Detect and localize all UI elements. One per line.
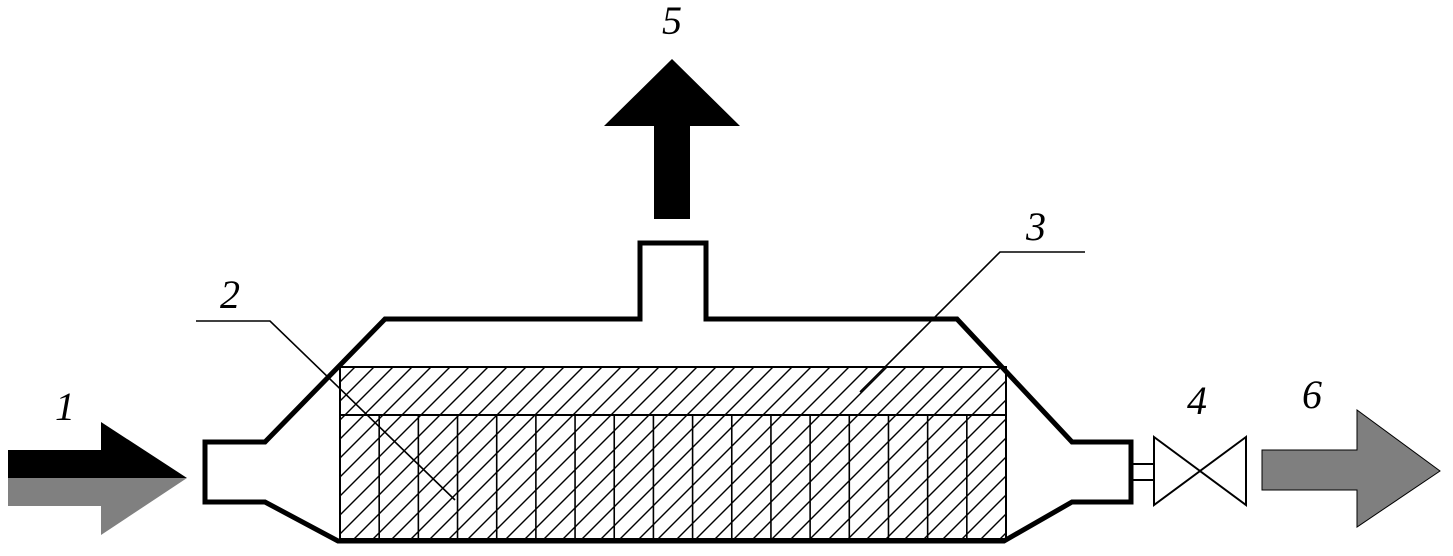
permeate-arrow xyxy=(604,59,740,219)
membrane-module xyxy=(339,366,1007,540)
membrane-layer xyxy=(339,366,1007,416)
label-6: 6 xyxy=(1302,372,1322,417)
valve-symbol xyxy=(1131,435,1247,507)
label-5: 5 xyxy=(662,0,682,43)
tube-dividers xyxy=(378,415,968,539)
inlet-arrow xyxy=(8,422,187,535)
outlet-arrow xyxy=(1261,409,1441,528)
leader-line-2 xyxy=(196,320,456,501)
label-4: 4 xyxy=(1187,378,1207,423)
leader-line-3 xyxy=(859,251,1085,393)
separator-housing xyxy=(202,240,1134,544)
label-2: 2 xyxy=(220,272,240,317)
label-1: 1 xyxy=(55,384,75,429)
label-3: 3 xyxy=(1025,204,1046,249)
membrane-tube-bundle xyxy=(339,414,1007,540)
